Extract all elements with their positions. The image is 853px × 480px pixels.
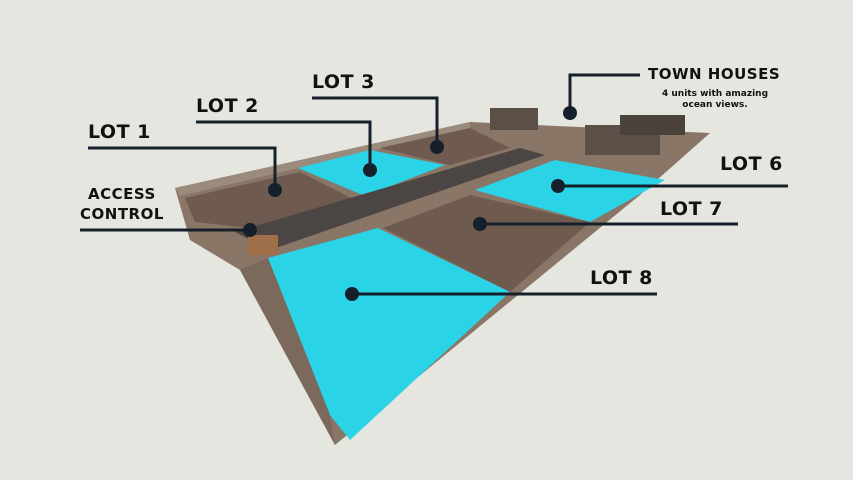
road [235,148,545,250]
lot-1-label: LOT 1 [88,121,151,143]
town-houses-label: TOWN HOUSES [648,65,781,83]
lot-2-label: LOT 2 [196,95,259,117]
marker-dots [243,106,577,301]
lot-7-label: LOT 7 [660,198,723,220]
lot-8-area [268,228,510,440]
slope-edge [240,258,335,445]
lot-7-area [383,195,590,292]
town-houses-note: 4 units with amazing ocean views. [655,89,775,111]
lot-6-area [475,160,665,222]
leader-lines [80,73,788,296]
lot-1-area [185,172,355,228]
access-control-label: ACCESS CONTROL [80,184,164,224]
town-houses-note-line-2: ocean views. [682,100,748,110]
site-wall [175,122,470,196]
town-houses-note-line-1: 4 units with amazing [661,89,769,99]
lot-3-area [380,128,510,165]
town-houses-building [490,108,538,130]
lot-6-label: LOT 6 [720,153,783,175]
gatehouse [248,235,278,255]
town-houses-building [620,115,685,135]
access-control-line-1: ACCESS [88,185,156,203]
lot-3-label: LOT 3 [312,71,375,93]
access-control-line-2: CONTROL [80,205,164,223]
lot-8-label: LOT 8 [590,267,653,289]
